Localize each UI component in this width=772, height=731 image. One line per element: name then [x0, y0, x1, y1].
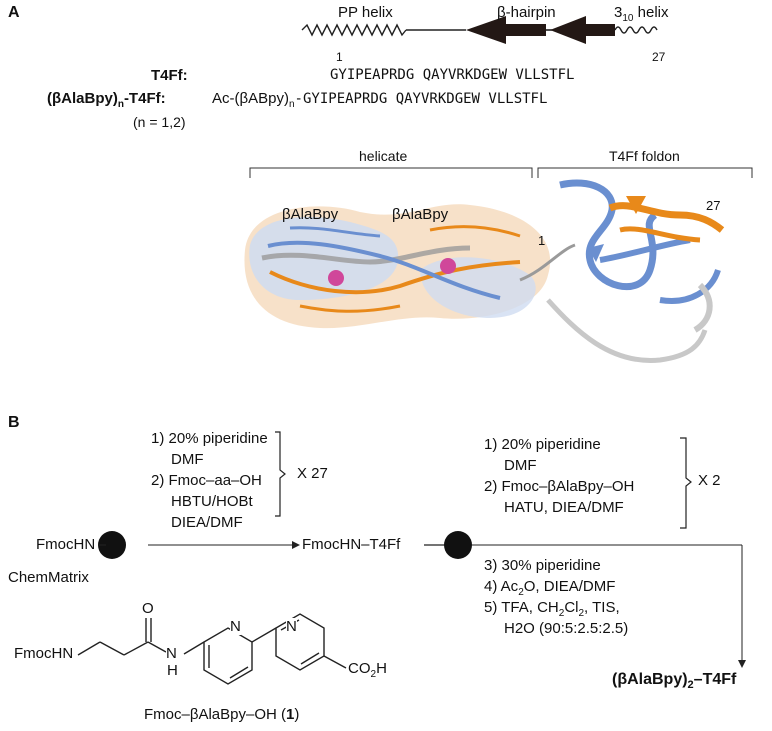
metal-ion-1: [328, 270, 344, 286]
panel-a-label: A: [8, 4, 20, 21]
metal-ion-2: [440, 258, 456, 274]
bala-label-2: βAlaBpy: [392, 206, 449, 223]
residue-end-number: 27: [652, 50, 666, 64]
t4ff-sequence: GYIPEAPRDG QAYVRKDGEW VLLSTFL: [330, 67, 575, 83]
r-step-2: 2) Fmoc–βAlaBpy–OH: [484, 478, 635, 495]
intermediate: FmocHN–T4Ff: [302, 536, 401, 553]
start-material: FmocHN: [36, 536, 96, 553]
bala-label-1: βAlaBpy: [282, 206, 339, 223]
foldon-label: T4Ff foldon: [609, 148, 680, 164]
molecule-name: Fmoc–βAlaBpy–OH (1): [144, 706, 300, 723]
structure-residue-27: 27: [706, 198, 721, 213]
310-helix-label: 310 helix: [614, 4, 669, 24]
t4ff-label: T4Ff:: [151, 67, 188, 84]
r-step-5: 5) TFA, CH2Cl2, TIS,: [484, 599, 620, 619]
repeat-27: X 27: [297, 465, 328, 482]
pp-helix-label: PP helix: [338, 4, 393, 21]
step-1: 1) 20% piperidine: [151, 430, 268, 447]
beta-hairpin-label: β-hairpin: [497, 4, 556, 21]
resin-bead-1: [98, 531, 126, 559]
pyridine-n-2: N: [286, 618, 297, 635]
conjugate-sequence: Ac-(βABpy)n-GYIPEAPRDG QAYVRKDGEW VLLSTF…: [212, 90, 548, 110]
structure-residue-1: 1: [538, 233, 546, 248]
carboxylic-acid: CO2H: [348, 660, 387, 680]
panel-b-label: B: [8, 414, 20, 431]
step-2-reagents: HBTU/HOBt: [171, 493, 253, 510]
pyridine-n-1: N: [230, 618, 241, 635]
resin-label: ChemMatrix: [8, 569, 89, 586]
r-step-1: 1) 20% piperidine: [484, 436, 601, 453]
step-2: 2) Fmoc–aa–OH: [151, 472, 262, 489]
mol-fmochn: FmocHN: [14, 645, 74, 662]
carbonyl-o: O: [142, 600, 154, 617]
foldon-ribbon: [519, 179, 725, 363]
foldon-bracket: [537, 167, 753, 178]
step-2-base: DIEA/DMF: [171, 514, 243, 531]
helicate-surface: [244, 204, 551, 329]
r-step-1-solvent: DMF: [504, 457, 537, 474]
helicate-bracket: [249, 167, 533, 178]
310-helix-wave: [614, 26, 658, 34]
residue-start-number: 1: [336, 50, 343, 64]
amide-n: N: [166, 645, 177, 662]
brace-2: [680, 437, 692, 529]
n-values-note: (n = 1,2): [133, 114, 186, 130]
brace-1: [275, 431, 286, 517]
repeat-2: X 2: [698, 472, 721, 489]
helicate-label: helicate: [359, 148, 408, 164]
beta-strand-1: [466, 16, 546, 44]
amide-h: H: [167, 662, 178, 679]
r-step-4: 4) Ac2O, DIEA/DMF: [484, 578, 616, 598]
r-step-2-reagents: HATU, DIEA/DMF: [504, 499, 624, 516]
final-product: (βAlaBpy)2–T4Ff: [612, 671, 737, 692]
resin-bead-2: [444, 531, 472, 559]
step-1-solvent: DMF: [171, 451, 204, 468]
pp-helix-zigzag: [301, 23, 407, 37]
beta-strand-2: [550, 16, 615, 44]
conjugate-label: (βAlaBpy)n-T4Ff:: [47, 90, 166, 110]
r-step-5-water: H2O (90:5:2.5:2.5): [504, 620, 629, 637]
r-step-3: 3) 30% piperidine: [484, 557, 601, 574]
